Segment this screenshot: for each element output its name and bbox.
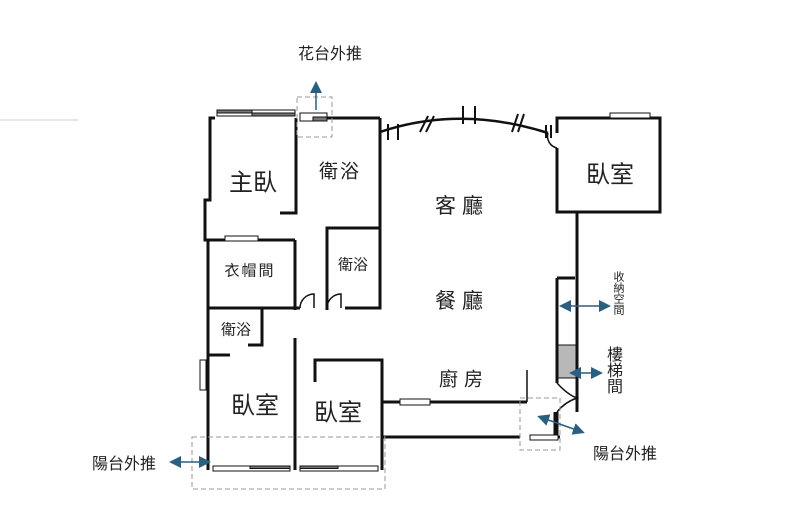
walls <box>203 116 662 470</box>
room-label-bedroom-sw: 臥室 <box>231 391 279 420</box>
stairs-label: 樓梯間 <box>604 346 623 394</box>
room-label-bath-3: 衛浴 <box>220 320 252 339</box>
balcony-left-label: 陽台外推 <box>91 454 157 473</box>
flower-box-label: 花台外推 <box>297 44 363 63</box>
room-label-master-bedroom: 主臥 <box>229 168 277 197</box>
room-label-dining-room: 餐廳 <box>435 289 489 313</box>
room-label-bedroom-ne: 臥室 <box>586 160 634 189</box>
room-label-kitchen: 廚房 <box>438 368 490 391</box>
push-out-areas <box>191 96 561 490</box>
doors <box>299 132 580 413</box>
arrows <box>169 81 611 468</box>
windows <box>199 109 651 472</box>
storage-label: 收納空間 <box>612 271 625 315</box>
balcony-right-label: 陽台外推 <box>592 444 658 463</box>
room-label-living-room: 客廳 <box>435 194 489 218</box>
room-label-bath-2: 衛浴 <box>337 255 369 274</box>
room-label-bedroom-s: 臥室 <box>314 398 362 427</box>
wall-ticks <box>387 106 552 140</box>
room-label-walk-in-closet: 衣帽間 <box>224 261 276 280</box>
room-label-master-bath: 衛浴 <box>318 160 362 183</box>
